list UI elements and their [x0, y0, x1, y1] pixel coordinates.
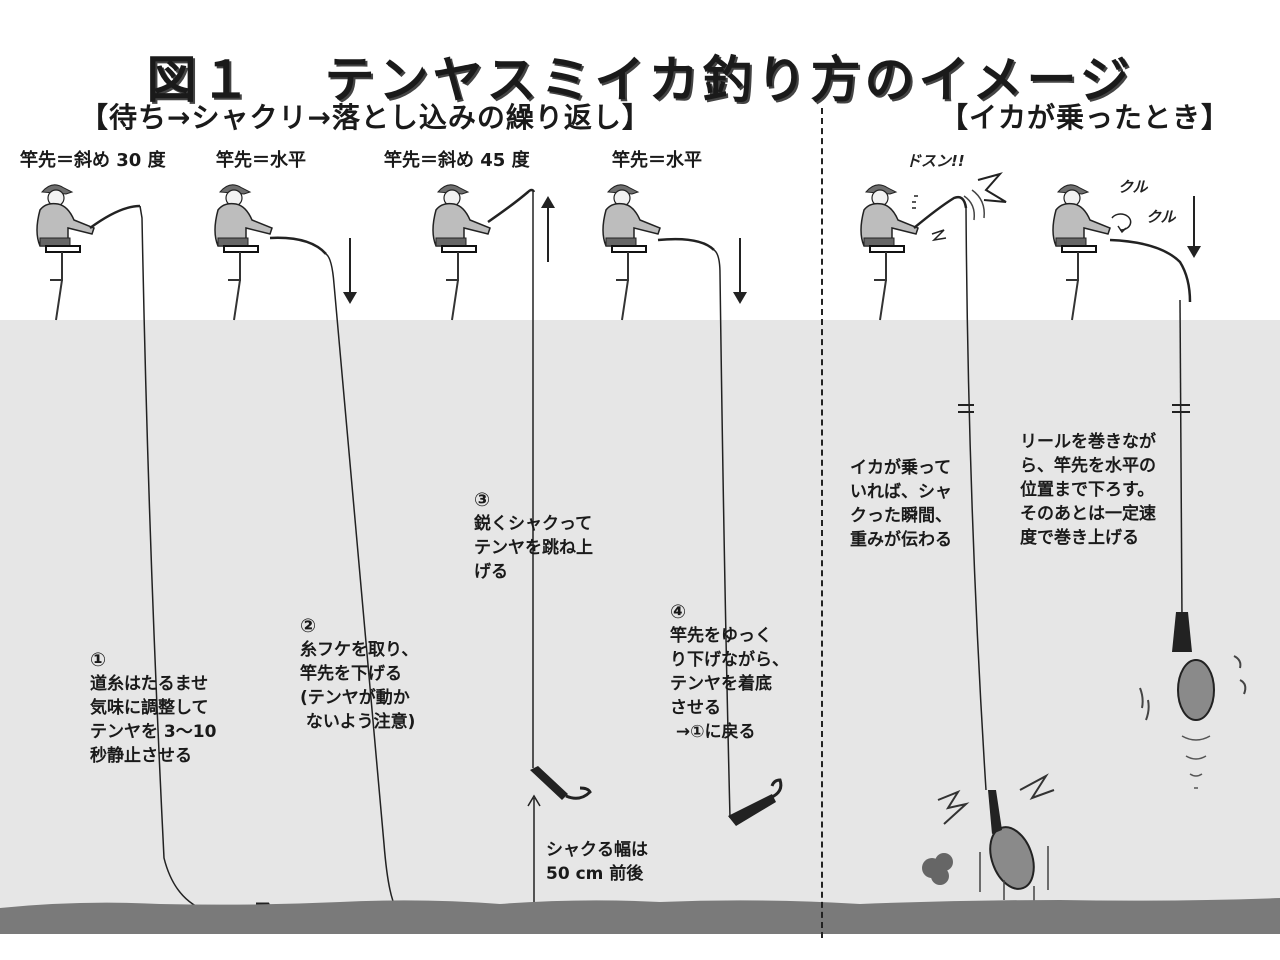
rod-position-label-3: 竿先＝斜め 45 度: [384, 150, 530, 171]
step-note-3: ③ 鋭くシャクって テンヤを跳ね上 げる: [474, 440, 593, 584]
step-text-4: 竿先をゆっく り下げながら、 テンヤを着底 させる →①に戻る: [670, 626, 789, 742]
step-number-2: ②: [300, 615, 317, 637]
seabed-icon: [0, 898, 1280, 934]
strike-note: イカが乗って いれば、シャ クった瞬間、 重みが伝わる: [850, 458, 952, 550]
reel-note: リールを巻きなが ら、竿先を水平の 位置まで下ろす。 そのあとは一定速 度で巻き…: [1020, 432, 1156, 548]
step-text-2: 糸フケを取り、 竿先を下げる (テンヤが動か ないよう注意): [300, 640, 419, 732]
step-number-4: ④: [670, 601, 687, 623]
rod-position-label-4: 竿先＝水平: [612, 150, 702, 171]
hit-sound-effect: ドスン!!: [906, 152, 965, 170]
left-section-heading: 【待ち→シャクリ→落とし込みの繰り返し】: [80, 101, 651, 134]
angler-strike: [860, 172, 1055, 908]
angler-reel: [1052, 183, 1247, 789]
rod-position-label-2: 竿先＝水平: [216, 150, 306, 171]
step-number-3: ③: [474, 489, 491, 511]
angler-1: [36, 183, 271, 922]
angler-2: [214, 183, 459, 922]
reel-sound-effect-2: クル: [1146, 208, 1176, 226]
figure-number: 図１: [146, 51, 255, 109]
right-section-heading: 【イカが乗ったとき】: [940, 101, 1231, 134]
step-note-2: ② 糸フケを取り、 竿先を下げる (テンヤが動か ないよう注意): [300, 566, 418, 734]
step-number-1: ①: [90, 649, 107, 671]
page-title: 図１ テンヤスミイカ釣り方のイメージ: [0, 40, 1280, 112]
angler-4: [602, 183, 783, 826]
reel-sound-effect-1: クル: [1118, 178, 1148, 196]
step-text-1: 道糸はたるませ 気味に調整して テンヤを 3～10 秒静止させる: [90, 674, 217, 766]
section-divider: [821, 108, 823, 938]
step-text-3: 鋭くシャクって テンヤを跳ね上 げる: [474, 514, 593, 582]
rod-position-label-1: 竿先＝斜め 30 度: [20, 150, 166, 171]
sea-area: [0, 320, 1280, 918]
title-text: テンヤスミイカ釣り方のイメージ: [324, 51, 1134, 109]
step-note-1: ① 道糸はたるませ 気味に調整して テンヤを 3～10 秒静止させる: [90, 600, 216, 768]
step-note-4: ④ 竿先をゆっく り下げながら、 テンヤを着底 させる →①に戻る: [670, 552, 789, 744]
jerk-width-note: シャクる幅は 50 cm 前後: [546, 840, 648, 884]
